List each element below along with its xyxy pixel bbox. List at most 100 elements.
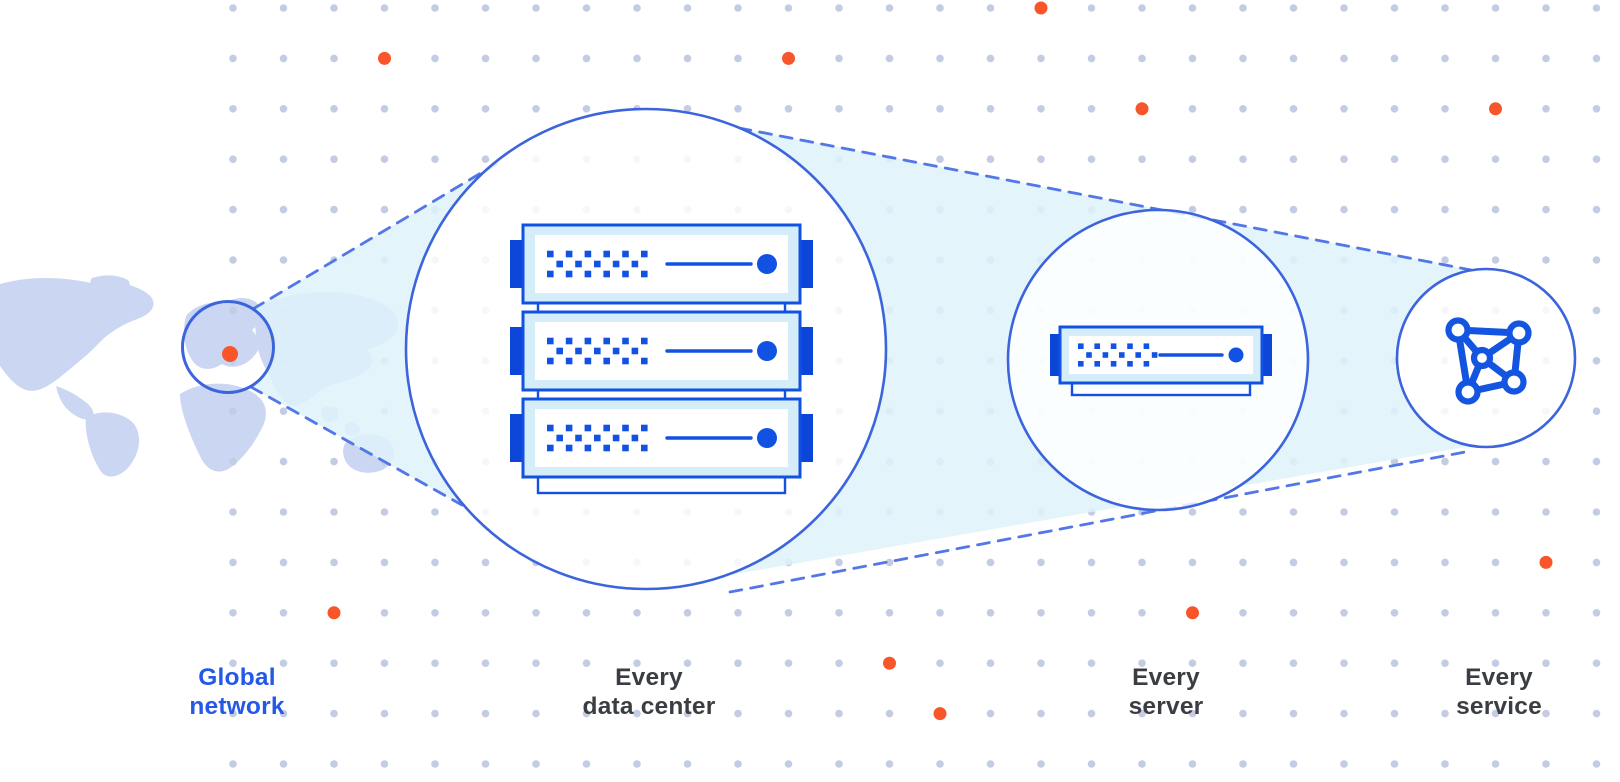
grid-dot [936, 609, 944, 617]
led-square [622, 357, 629, 365]
grid-dot [380, 105, 389, 113]
dashed-edge-right-bottom [728, 450, 1467, 594]
grid-dot [1239, 760, 1247, 768]
grid-dot [1441, 457, 1449, 466]
grid-dot [683, 709, 692, 718]
grid-dot [481, 760, 490, 768]
grid-dot [835, 760, 843, 768]
led-square [565, 444, 573, 452]
grid-dot [1390, 4, 1399, 12]
server-unit-icon [1050, 325, 1272, 397]
grid-dot [1289, 105, 1298, 113]
grid-dot [1592, 306, 1601, 315]
grid-dot [1592, 105, 1601, 113]
grid-dot [279, 508, 288, 516]
led-square [622, 424, 629, 432]
grid-dot [936, 760, 944, 768]
grid-dot [279, 457, 288, 466]
grid-dot [1441, 105, 1449, 113]
grid-dot [1188, 4, 1197, 12]
grid-dot [1441, 760, 1449, 768]
label-line: data center [582, 693, 716, 720]
grid-dot [431, 105, 439, 113]
grid-dot [481, 105, 490, 113]
grid-dot [1592, 457, 1601, 466]
grid-dot [1491, 558, 1500, 567]
grid-dot [683, 105, 692, 113]
grid-dot [683, 760, 692, 768]
grid-dot [481, 609, 490, 617]
grid-dot [532, 54, 540, 63]
grid-dot [229, 205, 237, 214]
grid-dot [1087, 105, 1096, 113]
led-square [1143, 343, 1150, 349]
grid-dot [229, 609, 237, 617]
grid-dot [835, 4, 843, 12]
grid-dot [481, 558, 490, 567]
led-square [1143, 361, 1150, 367]
grid-dot [936, 558, 944, 567]
grid-dot [1592, 54, 1601, 63]
grid-dot [835, 659, 843, 667]
grid-dot [633, 609, 641, 617]
grid-dot [229, 155, 237, 163]
grid-dot [1441, 155, 1449, 163]
grid-dot [229, 457, 237, 466]
grid-dot [1390, 457, 1399, 466]
grid-dot [986, 155, 995, 163]
grid-dot [986, 659, 995, 667]
led-square [565, 270, 573, 278]
grid-dot [835, 105, 843, 113]
grid-dot [380, 609, 389, 617]
grid-dot [734, 709, 742, 718]
led-square [603, 424, 610, 432]
grid-dot [784, 609, 793, 617]
grid-dot [481, 659, 490, 667]
grid-dot [1239, 609, 1247, 617]
led-square [556, 347, 563, 355]
grid-dot [229, 256, 237, 264]
label-line: service [1456, 693, 1542, 720]
server-knob [757, 428, 777, 448]
led-square [1127, 343, 1133, 349]
grid-dot [279, 256, 288, 264]
led-square [1094, 361, 1100, 367]
grid-dot [1087, 558, 1096, 567]
led-square [584, 424, 592, 432]
label-line: Every [615, 664, 683, 691]
grid-dot [380, 4, 389, 12]
led-square [1127, 361, 1133, 367]
grid-dot [1087, 4, 1096, 12]
label-line: Every [1465, 664, 1533, 691]
server-rack-stack-icon [510, 223, 813, 495]
led-square [594, 347, 601, 355]
grid-dot [1441, 205, 1449, 214]
grid-dot [1491, 659, 1500, 667]
grid-dot [1340, 155, 1348, 163]
grid-dot [330, 709, 338, 718]
grid-dot [986, 54, 995, 63]
grid-dot [1138, 155, 1146, 163]
grid-dot [936, 4, 944, 12]
grid-dot [582, 4, 591, 12]
grid-dot [330, 760, 338, 768]
led-square [565, 337, 573, 345]
grid-dot [633, 760, 641, 768]
grid-dot [1087, 760, 1096, 768]
grid-dot [633, 709, 641, 718]
grid-dot [1138, 609, 1146, 617]
grid-dot [1592, 256, 1601, 264]
grid-dot [330, 457, 338, 466]
grid-dot [1542, 609, 1550, 617]
grid-dot [229, 659, 237, 667]
zoom-dashed-edges [249, 126, 1473, 594]
led-square [565, 424, 573, 432]
grid-dot [532, 709, 540, 718]
grid-dot [1441, 54, 1449, 63]
grid-dot [582, 54, 591, 63]
grid-dot [431, 760, 439, 768]
map-highlight-circle [181, 300, 275, 394]
grid-dot [1289, 4, 1298, 12]
grid-dot [835, 54, 843, 63]
